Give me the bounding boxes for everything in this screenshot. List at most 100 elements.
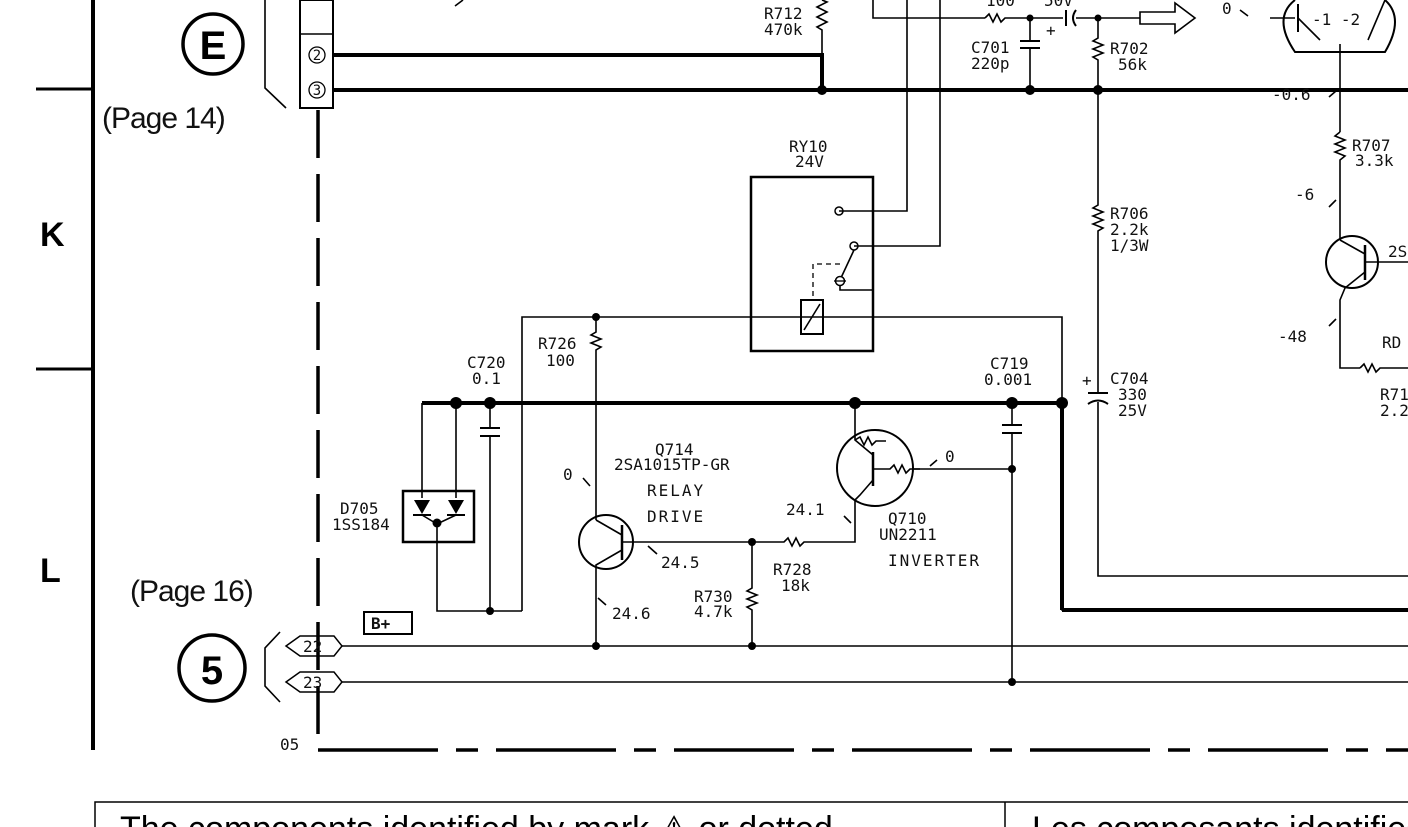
capacitor-c704-plus: + [1082,371,1092,390]
wire-relay-no [839,0,908,212]
connector-5: (Page 16) 5 22 23 B+ [130,575,413,703]
resistor-r706-value: 2.2k [1110,220,1149,239]
resistor-r728-symbol [752,500,856,548]
transistor-right: 2S [1325,210,1408,369]
relay-ry10-ref: RY10 [789,137,828,156]
diode-d705-anode-2 [448,500,464,514]
relay-ry10-body [749,175,875,353]
transistor-pair-emitter [1297,17,1321,41]
resistor-top-value: 100 [986,0,1015,10]
voltage-q710-out: 0 [945,447,955,466]
voltage-neg48: -48 [1278,327,1307,346]
resistor-r712-ref: R712 [764,4,803,23]
connector-5-bracket [264,631,281,703]
transistor-q714-function-1: RELAY [647,481,705,500]
resistor-r726-symbol [588,317,604,520]
transistor-q710-input-resistor [873,463,920,475]
resistor-top-symbol [984,12,1030,24]
wire-e-pin2 [333,53,824,90]
capacitor-c701-value: 220p [971,54,1010,73]
voltage-pointer [843,515,852,524]
voltage-pointer [1328,90,1337,98]
voltage-q714-emitter: 0 [563,465,573,484]
transistor-q710-collector [854,479,874,501]
transistor-q710: Q710 UN2211 INVERTER [836,403,1012,570]
connector-5-pin23: 23 [303,673,322,692]
resistor-r726-value: 100 [546,351,575,370]
voltage-pointer [1328,199,1337,208]
connector-5-page-ref: (Page 16) [130,575,253,608]
diode-d705-ref: D705 [340,499,379,518]
capacitor-c704-value: 330 [1118,385,1147,404]
resistor-r728-value: 18k [781,576,810,595]
resistor-r726-ref: R726 [538,334,577,353]
partial-arrow [454,0,464,7]
junction [1008,465,1016,473]
transistor-q710-emitter [854,403,874,456]
relay-ry10-rating: 24V [795,152,824,171]
transistor-q710-part: UN2211 [879,525,937,544]
diode-d705-anode-1 [414,500,430,514]
resistor-r706-ref: R706 [1110,204,1149,223]
voltage-pointer [929,459,938,467]
connector-e-pin3-ring [308,81,326,99]
transistor-q714-collector [595,549,623,646]
wire-d705-common [436,523,522,612]
voltage-pointer [1328,318,1337,327]
voltage-pointer [582,477,591,487]
transistor-q710-function: INVERTER [888,551,981,570]
connector-e-pin2-ring [308,46,326,64]
voltage-q714-collector: 24.6 [612,604,651,623]
resistor-r730-symbol [744,542,760,646]
capacitor-c720-value: 0.1 [472,369,501,388]
relay-mechanical-link [812,263,840,300]
resistor-r707-value: 3.3k [1355,151,1394,170]
cap-top-voltage: 50V [1044,0,1073,10]
transistor-q714-part: 2SA1015TP-GR [614,455,730,474]
relay-switch-arm [839,249,855,281]
resistor-r707-symbol [1332,131,1348,210]
resistor-r730-value: 4.7k [694,602,733,621]
voltage-pointer [647,545,658,555]
voltage-q714-base: 24.5 [661,553,700,572]
transistor-pair-emitter [1367,0,1386,41]
transistor-q714-emitter [595,519,623,536]
notice-text-right: Les composants identifies [1032,810,1408,827]
resistor-r71-ref: R71 [1380,385,1408,404]
capacitor-c704-plate-curved [1087,399,1109,405]
transistor-q710-body [836,429,914,507]
resistor-r707-ref: R707 [1352,136,1391,155]
capacitor-c719-value: 0.001 [984,370,1032,389]
notice-text-left: The components identified by mark ⚠ or d… [120,810,833,827]
diode-d705: D705 1SS184 [332,403,522,612]
capacitor-c704-voltage: 25V [1118,401,1147,420]
resistor-r71-value: 2.2 [1380,401,1408,420]
connector-e-bracket [264,0,287,109]
resistor-rd-symbol [1359,362,1408,374]
resistor-r706-symbol [1090,90,1106,392]
voltage-neg6: -6 [1295,185,1314,204]
resistor-r706-power: 1/3W [1110,236,1149,255]
capacitor-c720-ref: C720 [467,353,506,372]
connector-e-page-ref: (Page 14) [102,102,225,135]
wire-relay-common [839,286,873,291]
connector-5-number: 5 [201,649,223,693]
resistor-r702-value: 56k [1118,55,1147,74]
diode-d705-part: 1SS184 [332,515,390,534]
wire-relay-nc [854,0,941,247]
b-plus-label: B+ [371,614,391,633]
transistor-q710-bias-resistor [854,435,886,447]
capacitor-c719-ref: C719 [990,354,1029,373]
cap-top-plus: + [1046,21,1056,40]
resistor-r728-ref: R728 [773,560,812,579]
wire-top-left [872,0,985,19]
grid-row-k: K [40,216,65,254]
junction [592,642,600,650]
b-plus-label-box [363,611,413,635]
capacitor-c704-ref: C704 [1110,369,1149,388]
junction [1056,397,1068,409]
connector-5-ring [177,633,247,703]
sheet-ref: 05 [280,735,299,754]
voltage-q710-in: 24.1 [786,500,825,519]
